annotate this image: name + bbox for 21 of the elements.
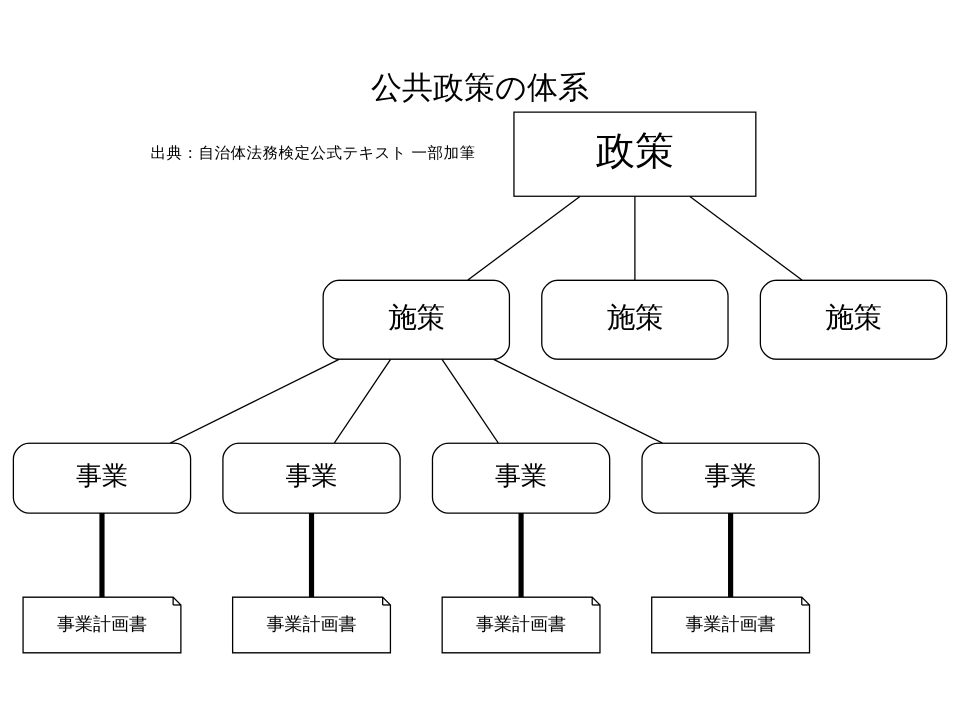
diagram-title: 公共政策の体系 — [371, 70, 589, 106]
connector — [493, 358, 663, 444]
connector — [690, 196, 802, 280]
node-box: 政策 — [513, 111, 756, 196]
node-box: 施策 — [322, 279, 510, 360]
connector — [308, 512, 314, 596]
connector — [467, 196, 580, 280]
connector — [334, 358, 391, 443]
connector — [634, 196, 636, 280]
node-box: 事業 — [222, 442, 401, 514]
connector — [518, 512, 524, 596]
connector — [728, 512, 734, 596]
node-box: 事業 — [641, 442, 820, 514]
node-box: 施策 — [541, 279, 729, 360]
node-box: 事業 — [432, 442, 610, 514]
connector — [99, 512, 105, 596]
node-box: 施策 — [760, 279, 948, 360]
connector — [442, 358, 499, 443]
node-box: 事業 — [12, 442, 192, 514]
label: 出典：自治体法務検定公式テキスト 一部加筆 — [150, 144, 476, 162]
connector — [170, 358, 340, 444]
